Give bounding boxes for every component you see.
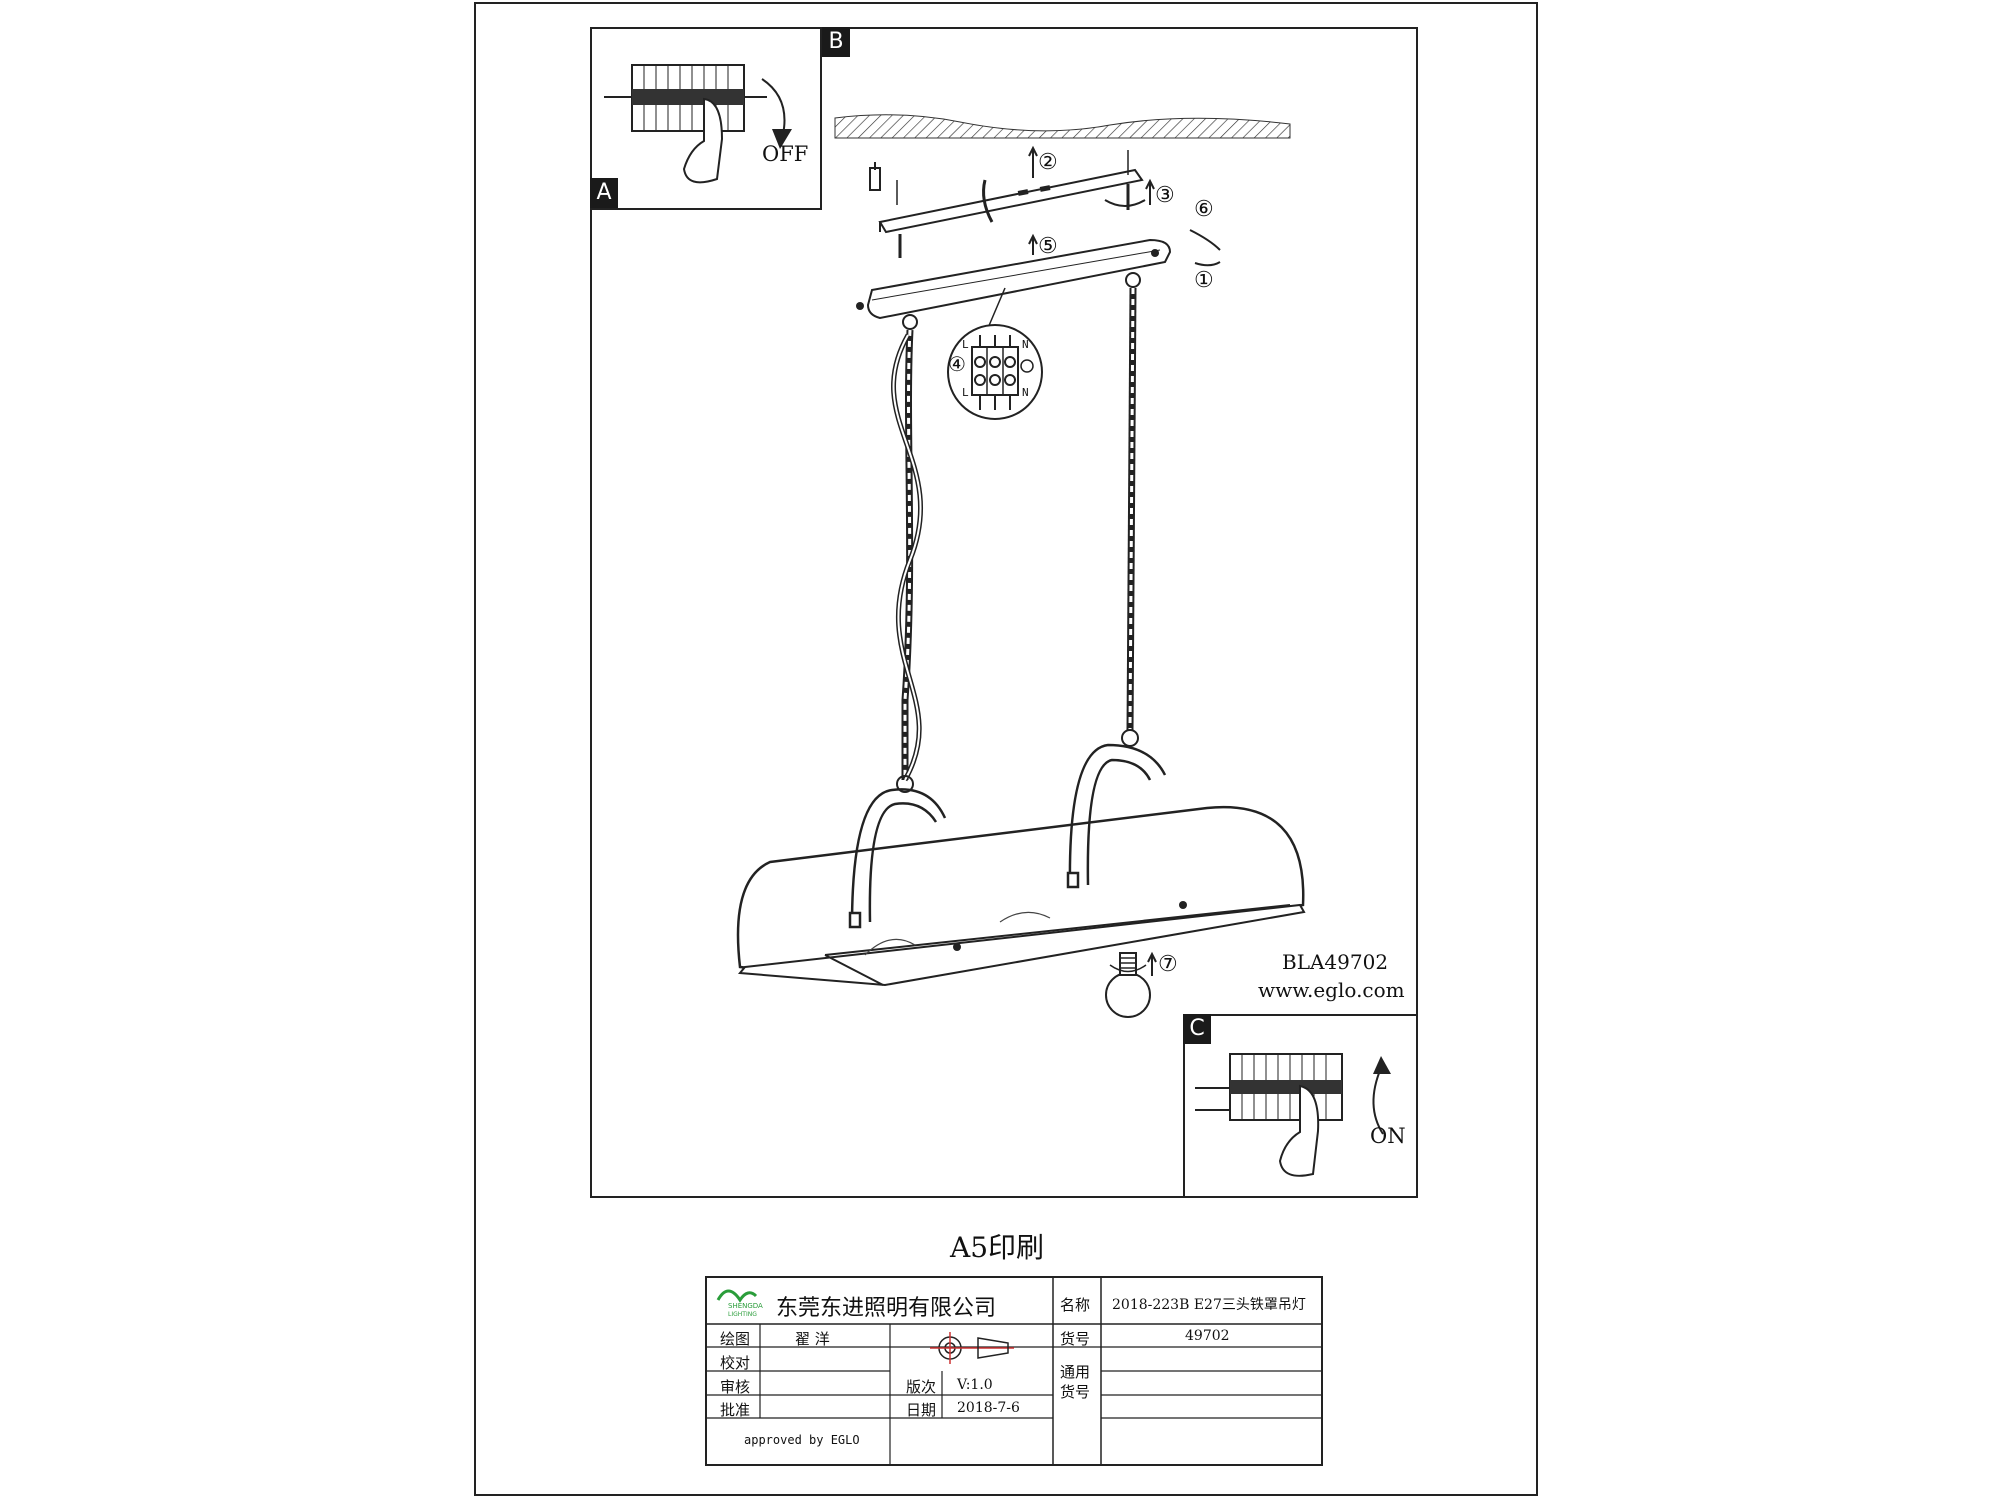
inset-switch-off — [590, 27, 822, 210]
drawing-frame — [590, 27, 1418, 1198]
date-value: 2018-7-6 — [957, 1400, 1020, 1416]
draw-value: 翟 洋 — [795, 1330, 830, 1348]
panel-a-tag: A — [590, 178, 618, 208]
step-3-label: ③ — [1155, 183, 1175, 208]
terminal-l-top: L — [962, 338, 969, 351]
panel-c-tag: C — [1183, 1014, 1211, 1044]
terminal-block-detail — [947, 287, 1043, 420]
item-label: 货号 — [1060, 1330, 1091, 1348]
title-block-grid — [705, 1276, 1323, 1466]
projection-symbol-icon — [930, 1332, 1014, 1364]
company-name: 东莞东进照明有限公司 — [776, 1296, 997, 1321]
svg-text:LIGHTING: LIGHTING — [728, 1311, 757, 1318]
item-value: 49702 — [1185, 1328, 1230, 1344]
wall-anchor-icon — [869, 162, 881, 191]
breaker-panel-icon — [604, 64, 792, 184]
panel-b-tag: B — [822, 27, 850, 57]
suspension-chain-right — [896, 272, 1141, 793]
inset-switch-on — [1183, 1014, 1418, 1198]
general-item-label: 通用货号 — [1060, 1363, 1091, 1401]
step-2-label: ② — [1038, 150, 1058, 175]
date-label: 日期 — [906, 1401, 937, 1419]
approve-label: 批准 — [720, 1401, 751, 1419]
terminal-n-top: N — [1022, 338, 1029, 351]
lamp-shade — [736, 805, 1306, 987]
step-6-label: ⑥ — [1194, 197, 1214, 222]
hanger-strap-left — [848, 788, 947, 929]
website: www.eglo.com — [1258, 978, 1405, 1002]
terminal-n-bottom: N — [1022, 386, 1029, 399]
ceiling — [834, 114, 1291, 139]
company-logo: SHENGDA LIGHTING — [716, 1289, 763, 1318]
step-1-label: ① — [1194, 268, 1214, 293]
power-cable — [891, 333, 923, 782]
mounting-bracket — [878, 150, 1144, 258]
version-value: V:1.0 — [957, 1377, 993, 1393]
step-4-label: ④ — [948, 352, 966, 376]
off-label: OFF — [762, 142, 809, 166]
approved-by: approved by EGLO — [744, 1433, 860, 1447]
step-7-label: ⑦ — [1158, 952, 1178, 977]
name-label: 名称 — [1060, 1296, 1091, 1314]
bulb-icon — [1105, 952, 1151, 1018]
drawing-sheet — [474, 2, 1538, 1496]
model-number: BLA49702 — [1282, 950, 1389, 974]
step-5-label: ⑤ — [1038, 234, 1058, 259]
breaker-panel-icon — [1195, 1053, 1391, 1177]
terminal-l-bottom: L — [962, 386, 969, 399]
review-label: 审核 — [720, 1378, 751, 1396]
name-value: 2018-223B E27三头铁罩吊灯 — [1112, 1297, 1306, 1313]
on-label: ON — [1370, 1124, 1406, 1148]
check-label: 校对 — [720, 1354, 751, 1372]
svg-text:SHENGDA: SHENGDA — [728, 1302, 763, 1310]
canopy — [856, 238, 1172, 320]
draw-label: 绘图 — [720, 1330, 751, 1348]
hanger-strap-right — [1066, 743, 1167, 889]
print-note: A5印刷 — [950, 1231, 1045, 1264]
version-label: 版次 — [906, 1378, 937, 1396]
